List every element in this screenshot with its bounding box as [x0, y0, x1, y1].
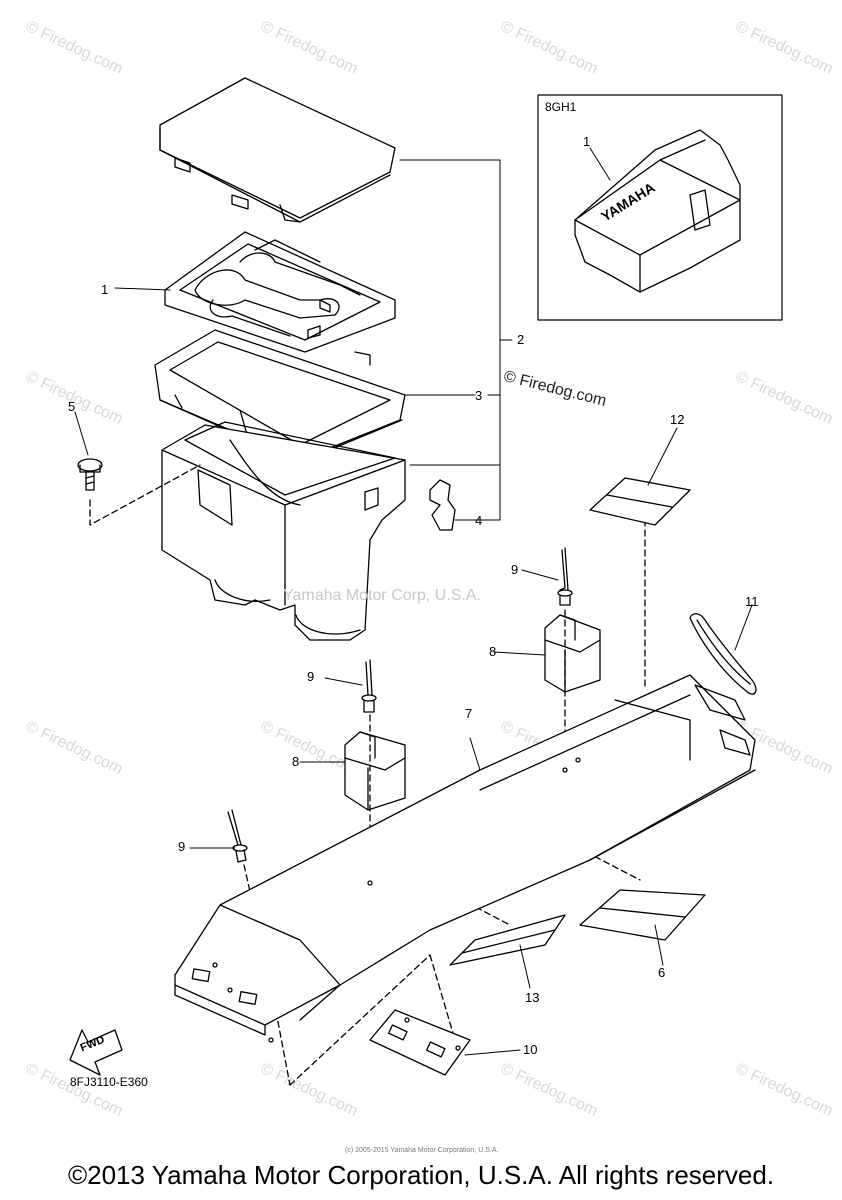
callout-9-middle: 9	[307, 669, 315, 684]
box-frame	[154, 329, 406, 463]
callout-11: 11	[745, 594, 759, 609]
callout-6: 6	[658, 965, 666, 980]
tool-kit-tray	[164, 231, 396, 353]
bolt	[77, 458, 201, 526]
callout-12: 12	[670, 412, 685, 427]
footer-copyright: ©2013 Yamaha Motor Corporation, U.S.A. A…	[67, 1160, 775, 1190]
fwd-arrow-icon	[69, 1029, 123, 1076]
inset-callout: 1	[583, 134, 591, 149]
label-sticker-13	[449, 914, 566, 966]
callout-5: 5	[68, 399, 76, 414]
callout-1: 1	[101, 282, 109, 297]
rivet	[557, 547, 573, 606]
inset-code: 8GH1	[545, 100, 577, 114]
base-plate	[174, 674, 756, 1043]
label-sticker-12	[589, 477, 691, 526]
callout-3: 3	[475, 388, 483, 403]
storage-box	[161, 421, 406, 641]
bracket-right	[544, 614, 601, 693]
inset-frame: YAMAHA	[537, 94, 783, 321]
rivet	[227, 809, 248, 863]
plate-10	[369, 1009, 471, 1076]
bracket-left	[344, 731, 406, 811]
center-watermark: Yamaha Motor Corp, U.S.A.	[283, 587, 481, 604]
callout-10: 10	[523, 1042, 538, 1057]
cable-11	[689, 613, 757, 695]
callout-8-right: 8	[489, 644, 497, 659]
callout-2: 2	[517, 332, 525, 347]
callout-7: 7	[465, 706, 473, 721]
label-sticker-6	[579, 889, 706, 941]
callout-9-left: 9	[178, 839, 186, 854]
lid	[159, 77, 396, 223]
callout-9-right: 9	[511, 562, 519, 577]
diagram-code: 8FJ3110-E360	[70, 1075, 148, 1089]
callout-4: 4	[475, 513, 483, 528]
leader-lines	[74, 147, 753, 1056]
callout-13: 13	[525, 990, 540, 1005]
rivet	[361, 659, 377, 713]
callout-8-left: 8	[292, 754, 300, 769]
clip	[429, 479, 456, 531]
tiny-copyright: (c) 2005-2015 Yamaha Motor Corporation, …	[345, 1147, 499, 1154]
